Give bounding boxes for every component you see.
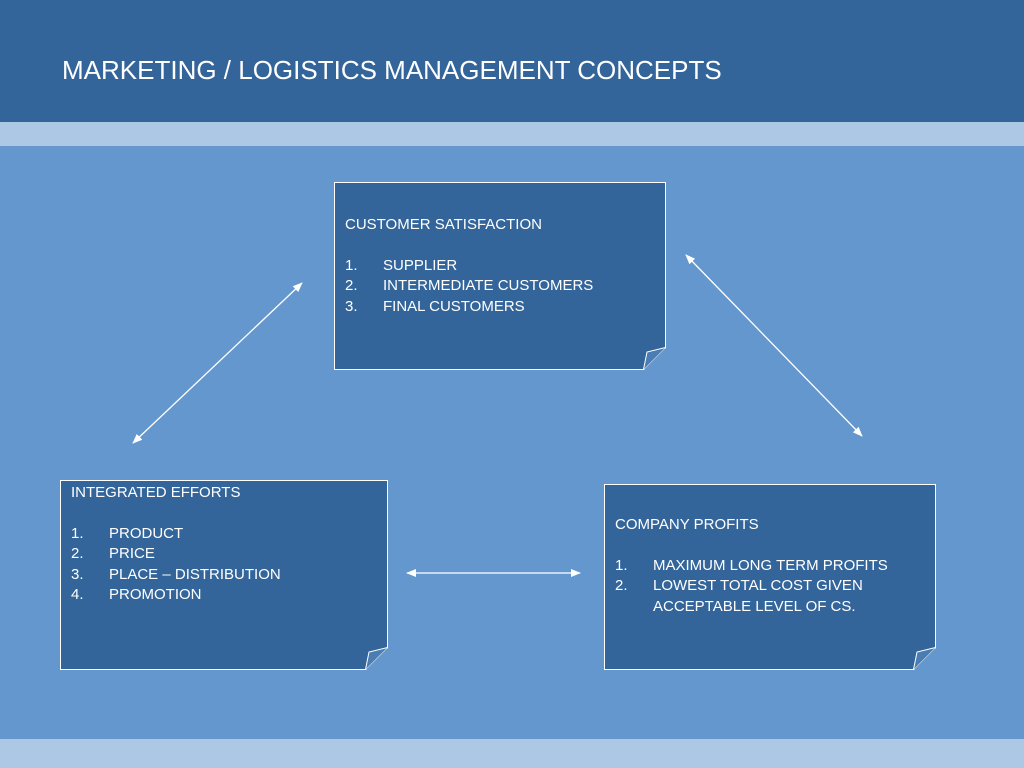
list-item: 2.INTERMEDIATE CUSTOMERS: [345, 277, 594, 294]
customer-satisfaction-box: CUSTOMER SATISFACTION 1.SUPPLIER 2.INTER…: [334, 182, 666, 370]
list-item: 2.PRICE: [71, 545, 155, 562]
bidirectional-arrow-right: [685, 254, 863, 437]
company-profits-heading: COMPANY PROFITS: [615, 516, 759, 533]
list-item: 3.PLACE – DISTRIBUTION: [71, 565, 281, 583]
title-bar: MARKETING / LOGISTICS MANAGEMENT CONCEPT…: [0, 0, 1024, 122]
list-item: 3.FINAL CUSTOMERS: [345, 297, 525, 315]
company-profits-box: COMPANY PROFITS 1.MAXIMUM LONG TERM PROF…: [604, 484, 936, 670]
integrated-efforts-list: 1.PRODUCT 2.PRICE 3.PLACE – DISTRIBUTION…: [71, 524, 381, 606]
customer-satisfaction-list: 1.SUPPLIER 2.INTERMEDIATE CUSTOMERS 3.FI…: [345, 256, 659, 318]
list-item: 1.SUPPLIER: [345, 256, 458, 274]
customer-satisfaction-heading: CUSTOMER SATISFACTION: [345, 216, 542, 233]
list-item: 2.LOWEST TOTAL COST GIVEN ACCEPTABLE LEV…: [615, 577, 863, 615]
bidirectional-arrow-left: [132, 282, 303, 444]
list-item: 4.PROMOTION: [71, 586, 202, 603]
integrated-efforts-box: INTEGRATED EFFORTS 1.PRODUCT 2.PRICE 3.P…: [60, 480, 388, 670]
slide-title: MARKETING / LOGISTICS MANAGEMENT CONCEPT…: [62, 55, 722, 85]
list-item: 1.PRODUCT: [71, 524, 184, 542]
header-accent-band: [0, 122, 1024, 146]
company-profits-list: 1.MAXIMUM LONG TERM PROFITS 2.LOWEST TOT…: [615, 556, 929, 618]
list-item: 1.MAXIMUM LONG TERM PROFITS: [615, 556, 888, 574]
integrated-efforts-heading: INTEGRATED EFFORTS: [71, 484, 241, 501]
footer-accent-band: [0, 739, 1024, 768]
